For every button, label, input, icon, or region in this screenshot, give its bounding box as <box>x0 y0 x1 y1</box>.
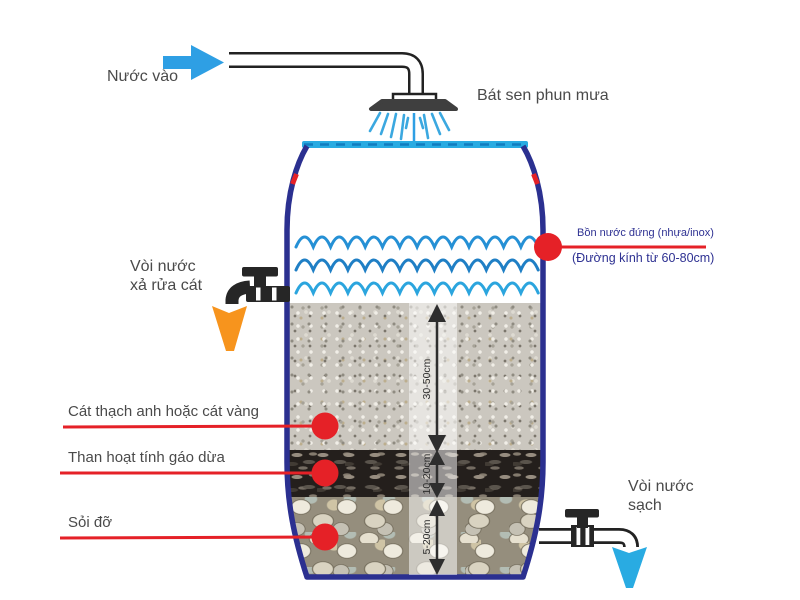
measure-arrow-carbon: 10-20cm <box>421 450 445 498</box>
svg-text:30-50cm: 30-50cm <box>421 358 433 399</box>
marker-dots <box>311 233 562 551</box>
marker-dot-carbon <box>311 459 339 487</box>
svg-text:10-20cm: 10-20cm <box>421 453 433 494</box>
drain-faucet-label: Vòi nước xả rửa cát <box>130 258 203 294</box>
shower-label: Bát sen phun mưa <box>477 87 609 104</box>
marker-dot-tank <box>534 233 562 261</box>
water-inlet-arrow-icon <box>163 45 224 80</box>
shower-head-icon <box>369 99 458 111</box>
leader-lines <box>59 245 706 540</box>
sand-layer-label: Cát thạch anh hoặc cát vàng <box>68 403 259 420</box>
svg-text:5-20cm: 5-20cm <box>421 519 433 554</box>
drain-faucet-icon <box>225 267 290 304</box>
clean-arrow-icon <box>612 547 647 588</box>
measure-arrow-gravel: 5-20cm <box>421 500 445 575</box>
tank-rim <box>302 141 528 148</box>
water-waves <box>294 235 540 297</box>
water-inlet-label: Nước vào <box>107 68 178 85</box>
carbon-layer-label: Than hoạt tính gáo dừa <box>68 449 225 466</box>
clean-faucet-icon <box>539 509 639 549</box>
wall-tick-right <box>531 173 540 185</box>
clean-faucet-label: Vòi nước sạch <box>628 478 694 514</box>
inlet-pipe-inner <box>229 54 422 96</box>
shower-spray-lines <box>368 111 451 141</box>
wall-tick-left <box>290 173 299 185</box>
marker-dot-gravel <box>311 523 339 551</box>
gravel-layer-label: Sỏi đỡ <box>68 514 113 531</box>
measure-arrow-sand: 30-50cm <box>421 304 446 453</box>
drain-arrow-icon <box>212 306 247 351</box>
tank-name-label: Bồn nước đứng (nhựa/inox) <box>577 227 714 239</box>
marker-dot-sand <box>311 412 339 440</box>
tank-diameter-label: (Đường kính từ 60-80cm) <box>572 251 715 265</box>
tank-body <box>284 144 546 580</box>
